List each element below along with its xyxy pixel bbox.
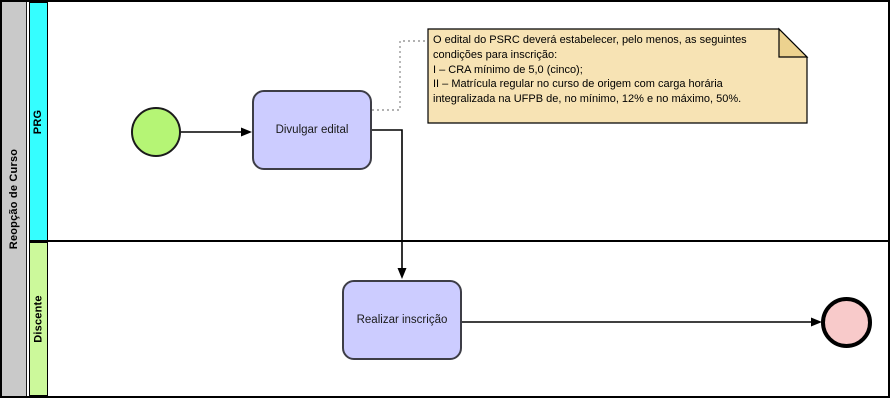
sequence-flow-task1-to-task2 — [372, 129, 403, 269]
end-event[interactable] — [821, 297, 872, 348]
arrowhead-task1 — [241, 127, 252, 137]
task-realizar-inscricao[interactable]: Realizar inscrição — [342, 280, 462, 360]
task-divulgar-edital-label: Divulgar edital — [275, 124, 349, 136]
task-realizar-inscricao-label: Realizar inscrição — [356, 314, 448, 326]
annotation-text: O edital do PSRC deverá estabelecer, pel… — [433, 34, 747, 106]
task-divulgar-edital[interactable]: Divulgar edital — [252, 90, 372, 170]
annotation-note-shape[interactable] — [427, 28, 808, 124]
pool-label-bar: Reopção de Curso — [2, 2, 27, 396]
connector-layer — [181, 27, 822, 327]
annotation-fold-corner — [778, 27, 809, 58]
arrowhead-end — [811, 317, 822, 327]
association-line — [372, 40, 428, 111]
lane-label-discente[interactable]: Discente — [29, 242, 48, 396]
arrowhead-task2 — [397, 268, 407, 279]
lane-divider — [29, 240, 888, 242]
start-event[interactable] — [131, 107, 181, 157]
